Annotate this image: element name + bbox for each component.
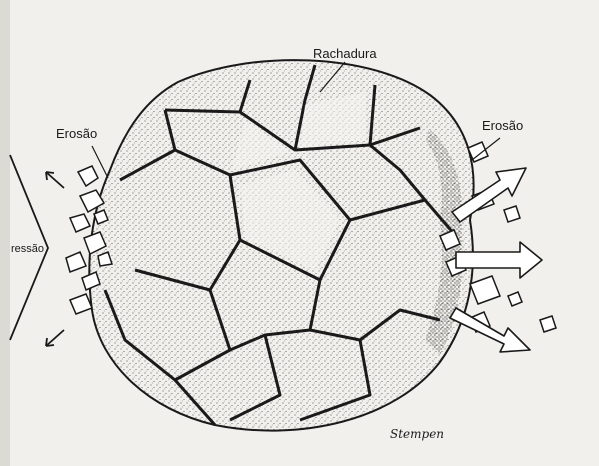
arrow-down-left-icon bbox=[46, 330, 64, 346]
crack-label: Rachadura bbox=[313, 46, 377, 61]
arrow-up-left-icon bbox=[46, 172, 64, 188]
erosion-label-left: Erosão bbox=[56, 126, 97, 141]
erosion-label-right: Erosão bbox=[482, 118, 523, 133]
arrow-down-right-icon bbox=[450, 308, 530, 352]
page-gutter bbox=[0, 0, 10, 466]
artist-signature: Stempen bbox=[390, 427, 444, 441]
compression-label: ressão bbox=[11, 243, 44, 255]
left-outward-arrows bbox=[46, 172, 64, 346]
